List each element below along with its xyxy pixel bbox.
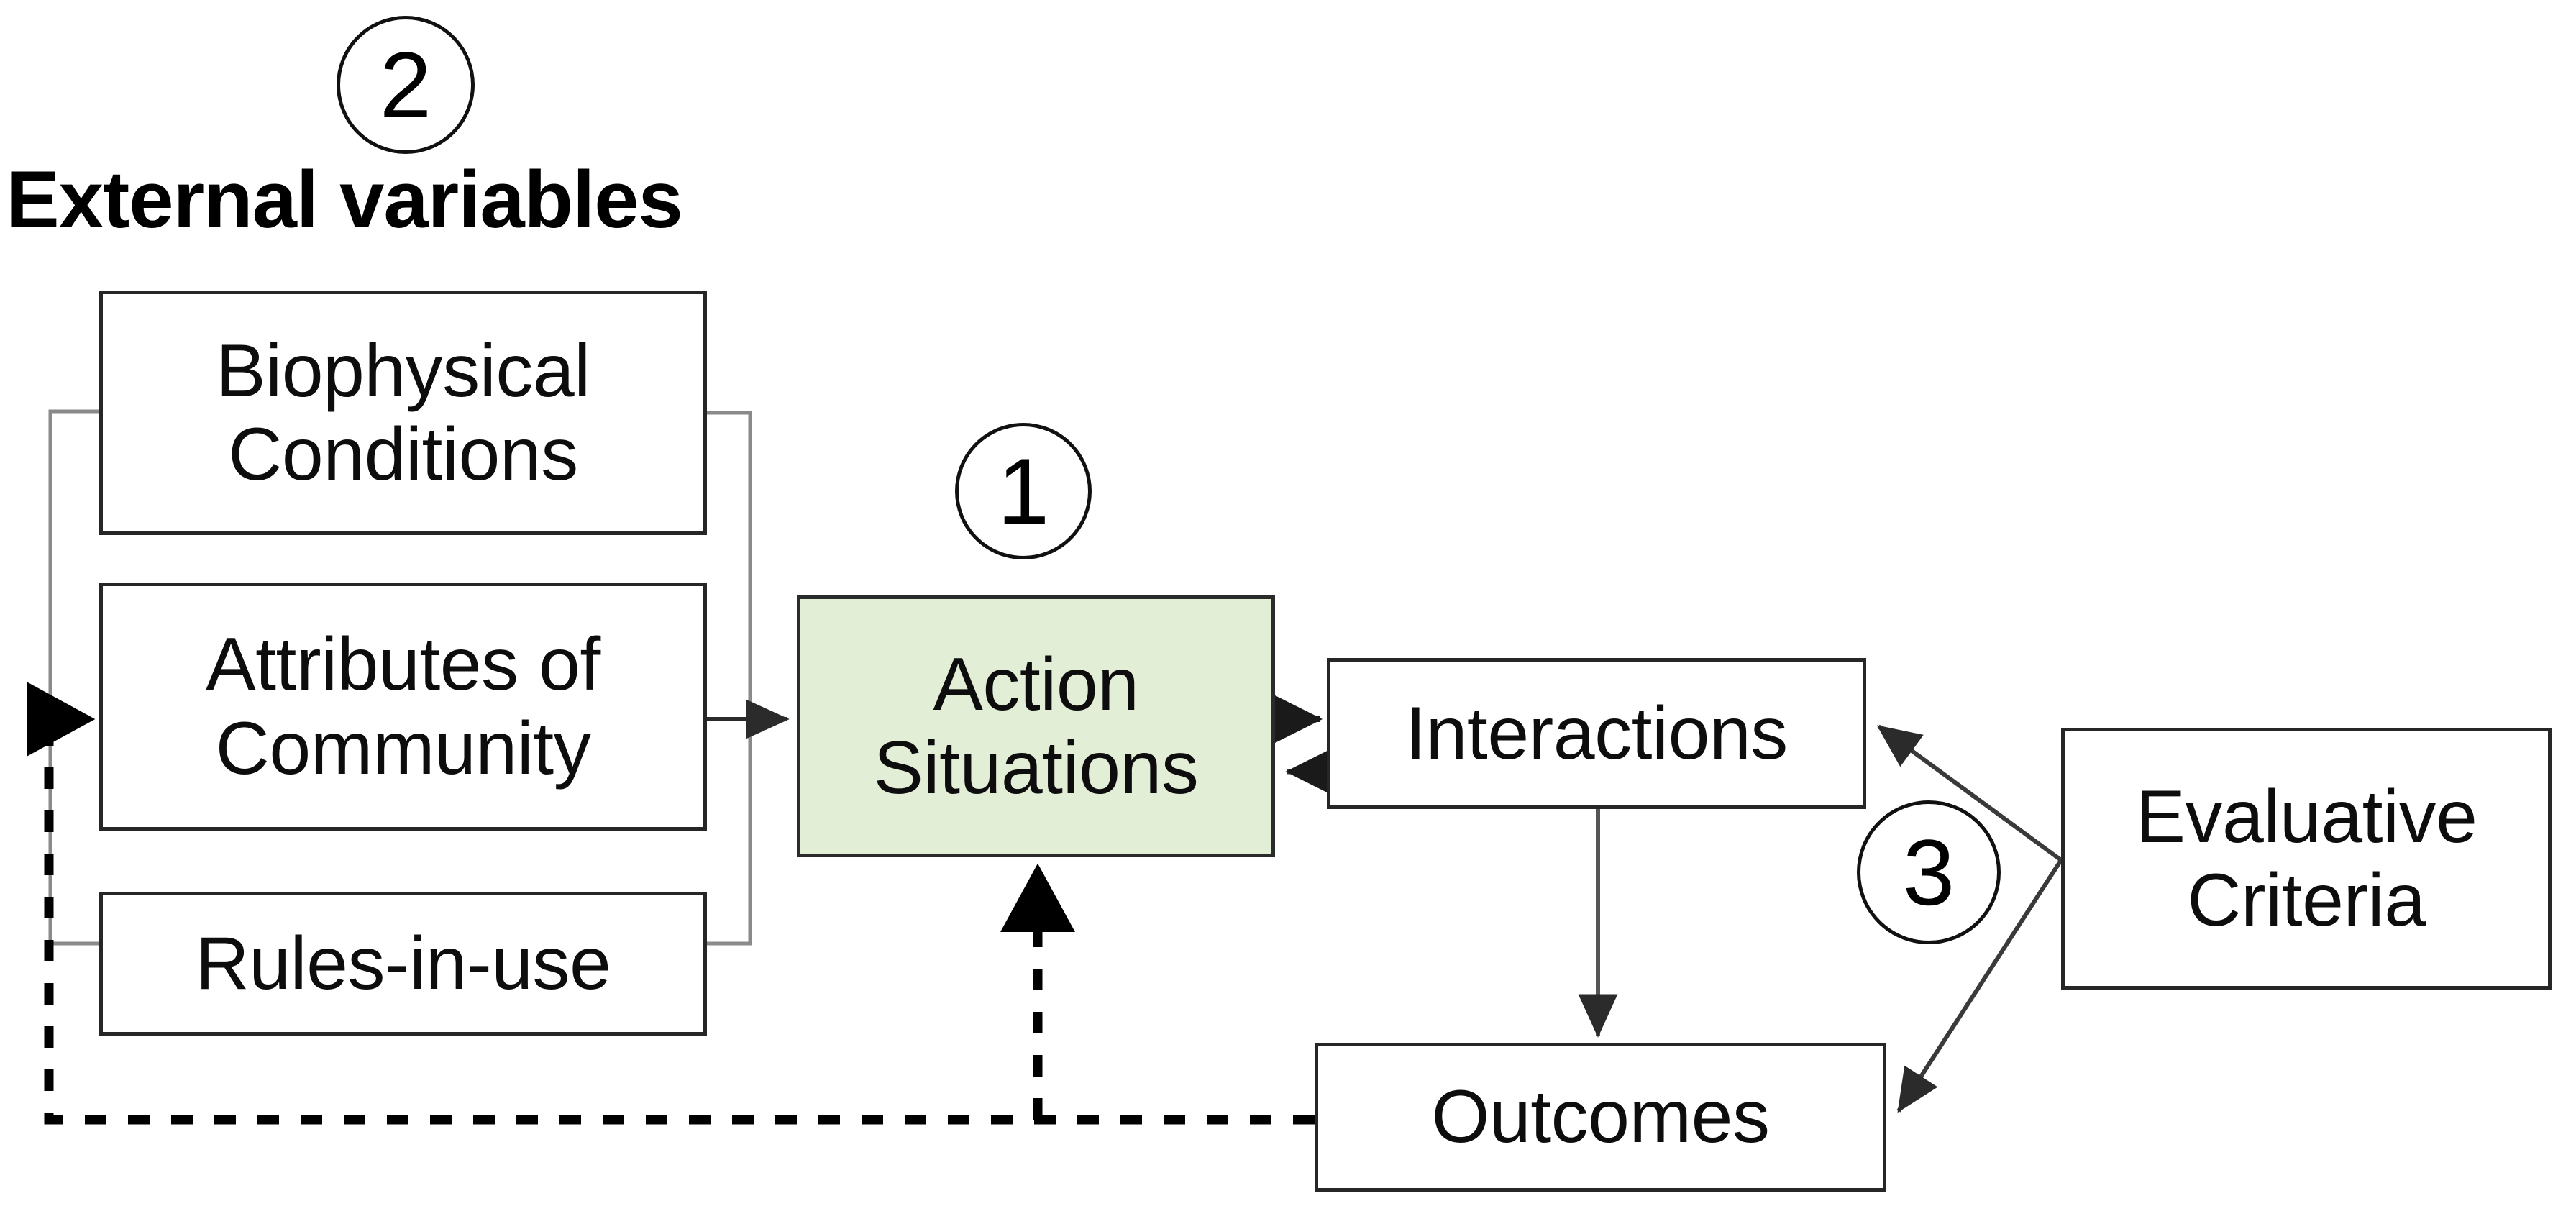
node-evaluative-criteria-line2: Criteria	[2187, 859, 2426, 942]
node-outcomes-line1: Outcomes	[1431, 1075, 1770, 1159]
node-biophysical-conditions: Biophysical Conditions	[99, 291, 707, 535]
step-marker-2: 2	[337, 16, 475, 154]
node-evaluative-criteria-line1: Evaluative	[2135, 775, 2477, 859]
node-rules-in-use-line1: Rules-in-use	[195, 921, 611, 1005]
node-interactions-line1: Interactions	[1405, 691, 1788, 775]
external-variables-right-bracket	[707, 411, 752, 946]
step-marker-3: 3	[1857, 800, 2001, 944]
node-attributes-of-community-line2: Community	[215, 706, 591, 790]
step-marker-1-label: 1	[997, 439, 1050, 544]
external-variables-left-bracket	[48, 409, 99, 946]
step-marker-2-label: 2	[379, 32, 432, 137]
node-attributes-of-community-line1: Attributes of	[206, 623, 600, 707]
node-attributes-of-community: Attributes of Community	[99, 583, 707, 831]
step-marker-3-label: 3	[1902, 820, 1955, 925]
node-rules-in-use: Rules-in-use	[99, 892, 707, 1036]
node-biophysical-conditions-line1: Biophysical	[216, 329, 590, 413]
node-biophysical-conditions-line2: Conditions	[228, 413, 578, 496]
node-action-situations-line2: Situations	[873, 726, 1199, 810]
step-marker-1: 1	[955, 423, 1092, 559]
node-action-situations-line1: Action	[933, 642, 1139, 726]
node-evaluative-criteria: Evaluative Criteria	[2061, 728, 2552, 990]
page-title: External variables	[6, 155, 683, 245]
node-interactions: Interactions	[1327, 658, 1866, 809]
node-outcomes: Outcomes	[1315, 1043, 1886, 1192]
node-action-situations: Action Situations	[797, 595, 1275, 857]
